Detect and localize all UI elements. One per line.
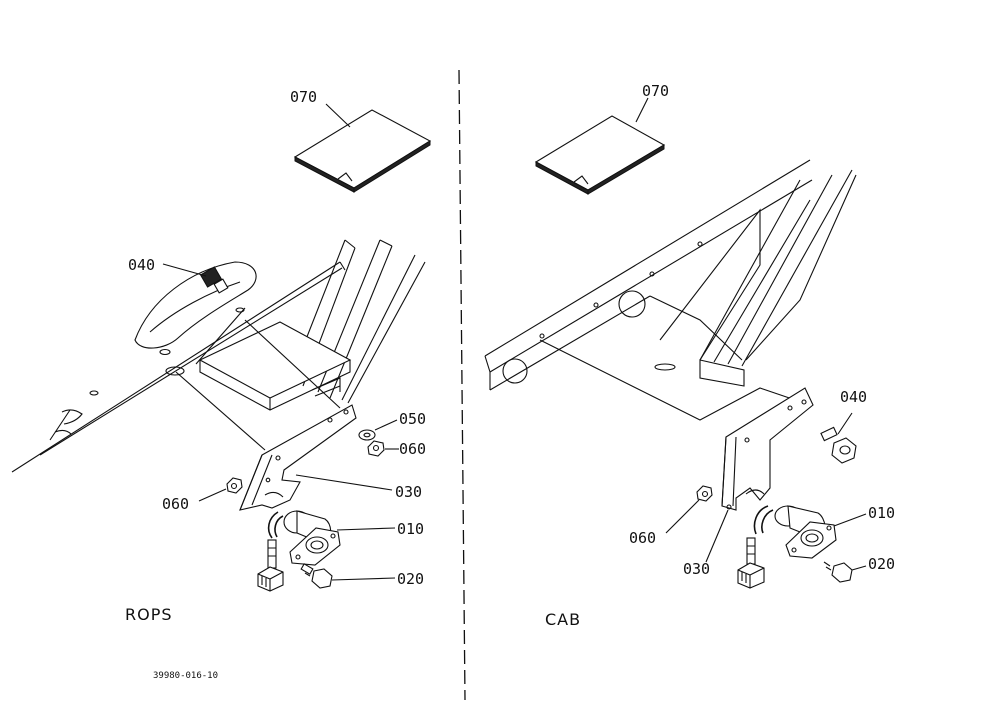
rops-bolt-020 xyxy=(300,563,333,589)
panel-divider xyxy=(458,69,466,701)
cab-caption: CAB xyxy=(545,610,581,629)
rops-label-030: 030 xyxy=(395,483,422,501)
rops-manual-sheet xyxy=(293,109,432,193)
rops-frame xyxy=(11,239,426,473)
cab-bolt-040 xyxy=(820,426,857,464)
rops-mount-bracket xyxy=(134,261,257,356)
cab-bolt-020 xyxy=(823,561,853,583)
drawing-number: 39980-016-10 xyxy=(153,671,218,681)
rops-label-020: 020 xyxy=(397,570,424,588)
rops-caption: ROPS xyxy=(125,605,173,624)
cab-panel: 070 040 060 030 010 020 CAB xyxy=(484,82,895,629)
rops-panel: 070 040 050 060 060 030 010 020 ROPS 399… xyxy=(11,88,432,681)
rops-label-070: 070 xyxy=(290,88,317,106)
rops-plug xyxy=(257,539,284,592)
cab-nut-060 xyxy=(696,485,713,502)
cab-frame xyxy=(484,159,857,421)
rops-nut-060-right xyxy=(367,440,385,457)
rops-label-040: 040 xyxy=(128,256,155,274)
rops-label-050: 050 xyxy=(399,410,426,428)
cab-label-020: 020 xyxy=(868,555,895,573)
rops-washer-050 xyxy=(358,429,376,441)
cab-label-070: 070 xyxy=(642,82,669,100)
rops-label-010: 010 xyxy=(397,520,424,538)
rops-mount-plate xyxy=(239,404,357,511)
rops-nut-060-left xyxy=(226,477,243,494)
cab-mount-plate xyxy=(721,387,814,511)
cab-plug xyxy=(737,537,765,589)
cab-label-010: 010 xyxy=(868,504,895,522)
cab-manual-sheet xyxy=(534,115,666,195)
rops-label-060-right: 060 xyxy=(399,440,426,458)
cab-socket-010 xyxy=(753,505,837,559)
cab-label-030: 030 xyxy=(683,560,710,578)
rops-socket-010 xyxy=(267,510,341,566)
rops-label-060-left: 060 xyxy=(162,495,189,513)
cab-label-040: 040 xyxy=(840,388,867,406)
cab-label-060: 060 xyxy=(629,529,656,547)
